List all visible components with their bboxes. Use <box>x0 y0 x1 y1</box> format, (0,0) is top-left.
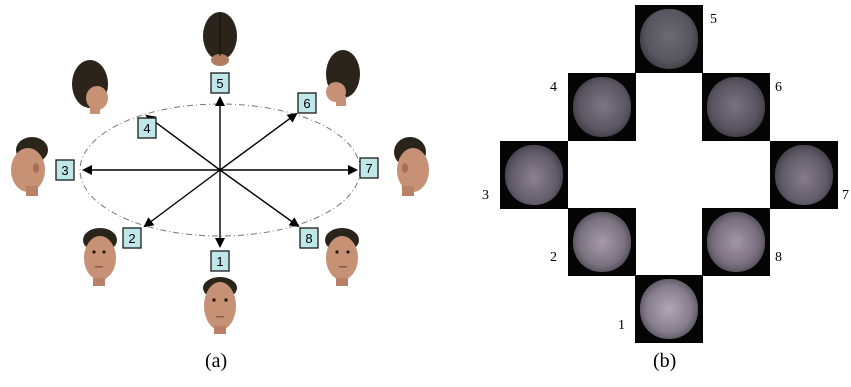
view-box-6-label: 6 <box>303 96 310 111</box>
average-face-tile-4 <box>568 73 636 141</box>
view-box-5-label: 5 <box>216 76 223 91</box>
arrow-view-4 <box>145 114 221 171</box>
tile-label-8: 8 <box>775 250 782 265</box>
head-view-5-image <box>203 12 237 66</box>
average-face-tile-5 <box>635 5 703 73</box>
tile-label-7: 7 <box>842 188 849 203</box>
panel-a: 1 2 3 4 5 6 7 8 <box>11 12 429 372</box>
view-box-5: 5 <box>210 72 230 94</box>
tile-label-3: 3 <box>482 188 489 203</box>
view-box-8-label: 8 <box>305 231 312 246</box>
arrow-view-8 <box>219 169 300 228</box>
head-view-2-image <box>83 228 117 286</box>
view-box-8: 8 <box>299 227 319 249</box>
head-view-8-image <box>325 228 359 286</box>
tile-label-5: 5 <box>710 12 717 27</box>
tile-label-6: 6 <box>775 80 782 95</box>
view-box-2: 2 <box>122 227 142 249</box>
arrow-view-2 <box>143 169 221 228</box>
head-view-3-image <box>11 137 48 196</box>
view-box-4-label: 4 <box>143 121 150 136</box>
panel-a-caption: (a) <box>205 350 228 372</box>
view-box-7: 7 <box>359 157 379 179</box>
average-face-tile-7 <box>770 141 838 209</box>
direction-arrows <box>82 96 358 248</box>
average-face-tile-1 <box>635 275 703 343</box>
view-box-2-label: 2 <box>128 231 135 246</box>
average-face-tile-2 <box>568 208 636 276</box>
average-face-tile-6 <box>702 73 770 141</box>
view-box-1: 1 <box>210 250 230 272</box>
head-view-4-image <box>72 60 108 114</box>
tile-label-1: 1 <box>618 318 625 333</box>
view-box-3-label: 3 <box>61 163 68 178</box>
view-direction-diagram: 1 2 3 4 5 6 7 8 <box>11 12 429 334</box>
view-box-7-label: 7 <box>365 161 372 176</box>
view-box-3: 3 <box>55 159 75 181</box>
arrow-view-6 <box>219 112 298 171</box>
tile-label-4: 4 <box>550 80 557 95</box>
average-face-tile-3 <box>500 141 568 209</box>
view-box-1-label: 1 <box>216 254 223 269</box>
head-view-6-image <box>326 50 360 106</box>
panel-b: 5 4 6 3 7 2 8 1 (b) <box>470 0 851 382</box>
average-face-tile-8 <box>702 208 770 276</box>
panel-b-caption: (b) <box>653 350 677 372</box>
tile-label-2: 2 <box>550 250 557 265</box>
head-view-7-image <box>394 137 429 196</box>
view-box-4: 4 <box>137 117 157 139</box>
head-view-1-image <box>203 277 237 334</box>
view-box-6: 6 <box>297 92 317 114</box>
